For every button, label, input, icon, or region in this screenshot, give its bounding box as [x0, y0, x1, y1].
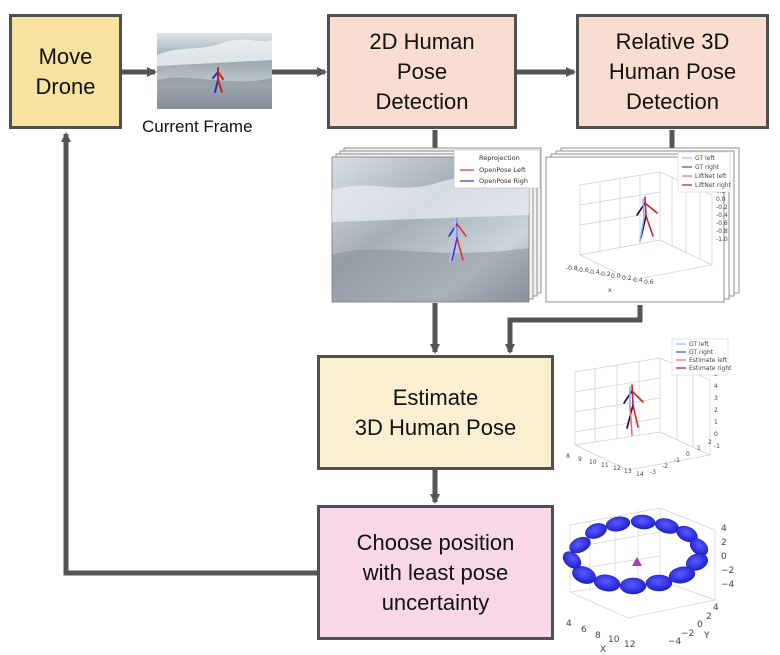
estimate-3d-skeleton — [624, 385, 643, 435]
uncertainty-y-ticks: −4 −2 0 2 4 Y — [668, 603, 719, 647]
svg-text:4: 4 — [721, 524, 727, 534]
relative-3d-plot-stack: 0.2 0.0 -0.2 -0.4 -0.6 -0.8 -1.0 -0.8 -0… — [546, 148, 739, 302]
arrow-3d-stack-to-estimate — [510, 305, 640, 352]
svg-text:4: 4 — [713, 603, 719, 613]
svg-text:6: 6 — [581, 625, 587, 635]
svg-text:Estimate right: Estimate right — [689, 365, 732, 372]
svg-text:11: 11 — [601, 462, 609, 469]
uncertainty-z-ticks: 4 2 0 −2 −4 — [721, 524, 735, 590]
svg-text:GT left: GT left — [695, 155, 715, 162]
legend-2d-reprojection: Reprojection — [479, 154, 520, 162]
uncertainty-y-label: Y — [703, 631, 710, 641]
svg-text:−4: −4 — [668, 637, 682, 647]
current-frame-image — [157, 33, 272, 109]
svg-text:1: 1 — [697, 445, 701, 452]
estimate-3d-plot: 5 4 3 2 1 0 -1 8 9 10 11 12 13 14 -3 -2 … — [566, 339, 732, 478]
svg-text:0.0: 0.0 — [611, 273, 621, 280]
svg-text:10: 10 — [589, 459, 597, 466]
svg-text:8: 8 — [595, 631, 601, 641]
svg-text:2: 2 — [708, 439, 712, 446]
svg-text:4: 4 — [566, 619, 572, 629]
svg-text:-0.2: -0.2 — [716, 204, 728, 211]
svg-text:−2: −2 — [681, 629, 694, 639]
svg-text:3: 3 — [714, 395, 718, 402]
relative-3d-x-label: x — [608, 287, 612, 294]
svg-text:0.2: 0.2 — [622, 275, 632, 282]
pose-2d-frames-stack: Reprojection OpenPose Left OpenPose Righ — [332, 148, 541, 302]
legend-2d-openpose-left: OpenPose Left — [479, 166, 526, 174]
svg-text:LiftNet left: LiftNet left — [695, 173, 727, 180]
svg-text:LiftNet right: LiftNet right — [695, 182, 732, 189]
svg-text:0: 0 — [714, 431, 718, 438]
estimate-3d-y-ticks: -3 -2 -1 0 1 2 — [650, 439, 712, 476]
svg-text:-0.2: -0.2 — [599, 271, 611, 278]
subject-marker — [632, 557, 642, 566]
svg-text:-3: -3 — [650, 469, 656, 476]
uncertainty-ellipsoid-plot: 4 2 0 −2 −4 4 6 8 10 12 X −4 −2 0 2 4 Y — [560, 508, 735, 655]
svg-text:0.4: 0.4 — [633, 277, 643, 284]
svg-text:10: 10 — [608, 635, 620, 645]
svg-text:0: 0 — [686, 451, 690, 458]
estimate-3d-x-ticks: 8 9 10 11 12 13 14 — [566, 453, 644, 478]
svg-text:−2: −2 — [721, 566, 734, 576]
svg-text:0.0: 0.0 — [716, 196, 726, 203]
uncertainty-x-ticks: 4 6 8 10 12 X — [566, 619, 635, 655]
svg-text:-1: -1 — [674, 457, 680, 464]
uncertainty-x-label: X — [600, 645, 606, 655]
svg-text:Estimate left: Estimate left — [689, 357, 728, 364]
svg-text:8: 8 — [566, 453, 570, 460]
svg-text:2: 2 — [714, 407, 718, 414]
estimate-3d-z-ticks: 5 4 3 2 1 0 -1 — [714, 371, 720, 450]
svg-text:GT left: GT left — [689, 341, 709, 348]
svg-text:0.6: 0.6 — [644, 279, 654, 286]
svg-text:9: 9 — [578, 456, 582, 463]
svg-text:2: 2 — [721, 538, 727, 548]
svg-text:-2: -2 — [662, 463, 668, 470]
svg-text:12: 12 — [613, 465, 621, 472]
ellipsoid-ring — [560, 514, 711, 594]
svg-text:4: 4 — [714, 383, 718, 390]
svg-text:12: 12 — [624, 640, 635, 650]
svg-text:14: 14 — [636, 471, 644, 478]
svg-text:13: 13 — [624, 468, 632, 475]
svg-text:-0.8: -0.8 — [716, 228, 728, 235]
svg-text:2: 2 — [706, 612, 712, 622]
svg-text:-1.0: -1.0 — [716, 236, 728, 243]
svg-text:0: 0 — [721, 552, 727, 562]
svg-text:0: 0 — [697, 620, 703, 630]
legend-2d-openpose-right: OpenPose Righ — [479, 177, 528, 185]
svg-text:GT right: GT right — [689, 349, 714, 356]
svg-text:−4: −4 — [721, 580, 735, 590]
svg-text:-0.4: -0.4 — [716, 212, 728, 219]
svg-text:1: 1 — [714, 419, 718, 426]
svg-text:-0.6: -0.6 — [716, 220, 728, 227]
svg-text:-1: -1 — [714, 443, 720, 450]
arrow-choose-to-drone — [66, 134, 317, 573]
svg-text:GT right: GT right — [695, 164, 720, 171]
